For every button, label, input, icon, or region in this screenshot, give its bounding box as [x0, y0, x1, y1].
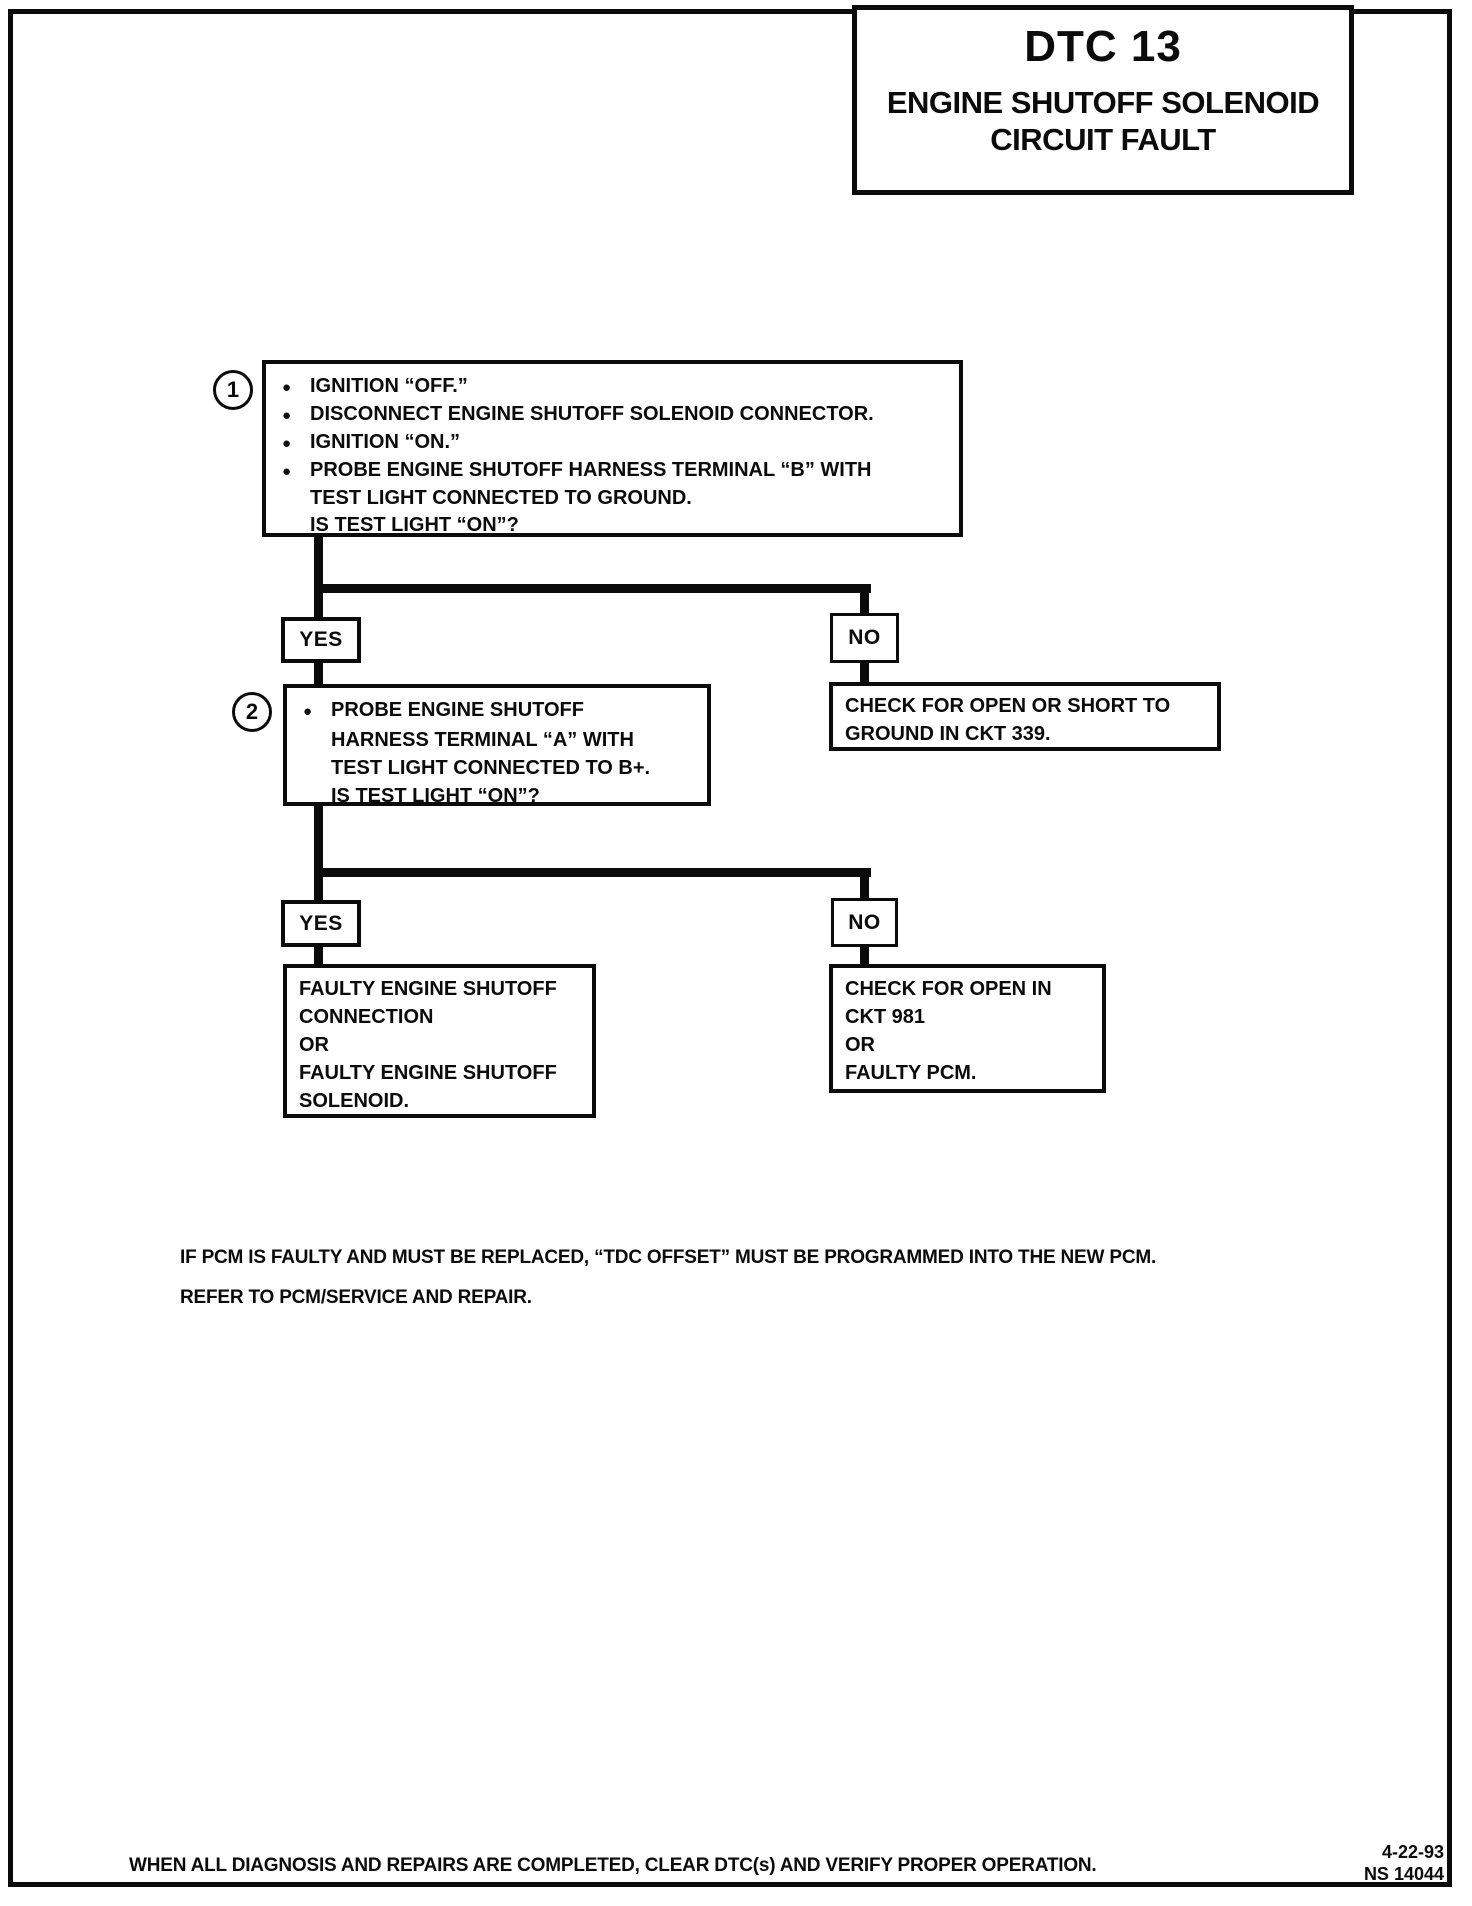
- footer-reference: 4-22-93 NS 14044: [1364, 1841, 1444, 1885]
- connector-branch2-no-drop: [860, 868, 869, 902]
- result-faulty-solenoid-box: FAULTY ENGINE SHUTOFF CONNECTION OR FAUL…: [283, 964, 596, 1118]
- step-1-number: 1: [226, 377, 240, 402]
- step-2-line: ●PROBE ENGINE SHUTOFF: [287, 696, 707, 726]
- bullet-icon: ●: [282, 435, 292, 452]
- result-faulty-line: OR: [299, 1034, 329, 1056]
- step-2-line: IS TEST LIGHT “ON”?: [331, 785, 540, 807]
- result-faulty-line: SOLENOID.: [299, 1090, 410, 1112]
- result-ckt981-line: CHECK FOR OPEN IN: [845, 978, 1052, 1000]
- dtc-code-title: DTC 13: [1024, 22, 1182, 71]
- result-ckt339-line: CHECK FOR OPEN OR SHORT TO: [845, 695, 1171, 717]
- step-2-line: TEST LIGHT CONNECTED TO B+.: [331, 757, 651, 779]
- step-2-marker: 2: [232, 692, 272, 732]
- step-1-box: ●IGNITION “OFF.” ●DISCONNECT ENGINE SHUT…: [262, 360, 963, 537]
- step-1-line: ●DISCONNECT ENGINE SHUTOFF SOLENOID CONN…: [266, 401, 959, 429]
- bullet-icon: ●: [303, 703, 313, 720]
- result-ckt981-box: CHECK FOR OPEN IN CKT 981 OR FAULTY PCM.: [829, 964, 1106, 1093]
- title-box: DTC 13 ENGINE SHUTOFF SOLENOID CIRCUIT F…: [852, 5, 1354, 195]
- result-ckt981-line: OR: [845, 1034, 875, 1056]
- result-faulty-line: FAULTY ENGINE SHUTOFF: [299, 978, 557, 1000]
- footer-instruction: WHEN ALL DIAGNOSIS AND REPAIRS ARE COMPL…: [129, 1855, 1097, 1876]
- footer-doc-number: NS 14044: [1363, 1864, 1444, 1884]
- branch2-yes-label: YES: [281, 900, 361, 947]
- branch2-no-label: NO: [831, 898, 898, 947]
- page-border: [8, 9, 1452, 1887]
- connector-branch1-no-drop: [860, 584, 869, 618]
- bullet-icon: ●: [282, 407, 292, 424]
- step-1-line: ●PROBE ENGINE SHUTOFF HARNESS TERMINAL “…: [266, 457, 959, 485]
- pcm-note: IF PCM IS FAULTY AND MUST BE REPLACED, “…: [180, 1238, 1156, 1318]
- title-subtitle-line1: ENGINE SHUTOFF SOLENOID: [886, 85, 1320, 120]
- connector-yes2-to-result: [314, 944, 323, 968]
- connector-yes1-to-step2: [314, 660, 323, 688]
- connector-no2-to-result: [860, 943, 869, 968]
- connector-step1-down: [314, 533, 323, 623]
- step-1-line: IS TEST LIGHT “ON”?: [310, 514, 519, 536]
- connector-step2-down: [314, 803, 323, 904]
- step-2-box: ●PROBE ENGINE SHUTOFF HARNESS TERMINAL “…: [283, 684, 711, 807]
- step-1-line: ●IGNITION “OFF.”: [266, 373, 959, 401]
- step-2-line: HARNESS TERMINAL “A” WITH: [331, 729, 634, 751]
- pcm-note-line2: REFER TO PCM/SERVICE AND REPAIR.: [180, 1287, 532, 1308]
- step-1-line: TEST LIGHT CONNECTED TO GROUND.: [310, 487, 692, 509]
- result-ckt981-line: FAULTY PCM.: [845, 1062, 977, 1084]
- pcm-note-line1: IF PCM IS FAULTY AND MUST BE REPLACED, “…: [180, 1247, 1157, 1268]
- title-subtitle-line2: CIRCUIT FAULT: [990, 122, 1216, 157]
- result-ckt339-line: GROUND IN CKT 339.: [845, 723, 1051, 745]
- step-1-marker: 1: [213, 370, 253, 410]
- branch1-yes-label: YES: [281, 617, 361, 663]
- connector-branch1-horizontal: [314, 584, 871, 593]
- step-2-number: 2: [245, 699, 259, 724]
- result-ckt339-box: CHECK FOR OPEN OR SHORT TO GROUND IN CKT…: [829, 682, 1221, 751]
- branch1-no-label: NO: [830, 613, 899, 663]
- connector-branch2-horizontal: [314, 868, 871, 877]
- result-ckt981-line: CKT 981: [845, 1006, 926, 1028]
- bullet-icon: ●: [282, 379, 292, 396]
- bullet-icon: ●: [282, 463, 292, 480]
- connector-no1-to-result: [860, 660, 869, 686]
- step-1-line: ●IGNITION “ON.”: [266, 429, 959, 457]
- footer-date: 4-22-93: [1381, 1842, 1444, 1862]
- result-faulty-line: CONNECTION: [299, 1006, 434, 1028]
- result-faulty-line: FAULTY ENGINE SHUTOFF: [299, 1062, 557, 1084]
